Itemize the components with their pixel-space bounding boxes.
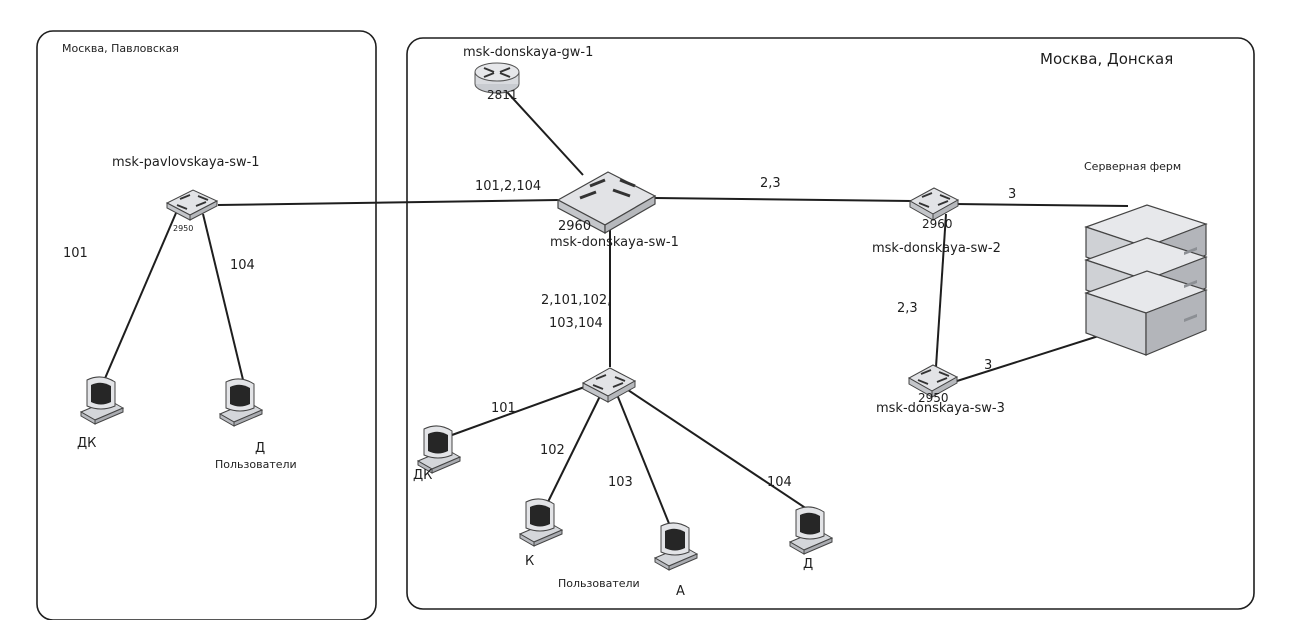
link-sw4-d bbox=[624, 387, 811, 512]
device-pav-model: 2950 bbox=[173, 224, 194, 233]
switch-icon-sw3 bbox=[907, 364, 959, 398]
link-pav-sw1 bbox=[217, 199, 559, 206]
device-gw1-model: 2811 bbox=[487, 88, 518, 102]
device-pav-name: msk-pavlovskaya-sw-1 bbox=[112, 155, 260, 170]
computers bbox=[79, 376, 834, 571]
link-sw2-farm bbox=[954, 203, 1129, 207]
server-farm-label: Серверная ферм bbox=[1084, 160, 1182, 173]
link-pav-d bbox=[202, 213, 246, 389]
link-sw2-sw3-vlans: 2,3 bbox=[897, 301, 918, 316]
device-sw2-model: 2960 bbox=[922, 217, 953, 231]
pc-don-d-icon bbox=[788, 506, 834, 555]
pc-don-dk-icon bbox=[416, 425, 462, 474]
device-gw1-name: msk-donskaya-gw-1 bbox=[463, 45, 594, 60]
link-sw2-sw3 bbox=[935, 213, 947, 368]
pc-don-a-label: А bbox=[676, 584, 685, 599]
link-pav-uplink-vlans: 101,2,104 bbox=[475, 179, 542, 194]
link-sw4-d-vlan: 104 bbox=[767, 475, 792, 490]
link-gw1-sw1 bbox=[506, 91, 584, 176]
link-sw4-k bbox=[544, 391, 603, 509]
device-sw2-name: msk-donskaya-sw-2 bbox=[872, 241, 1001, 256]
link-sw1-sw2-vlans: 2,3 bbox=[760, 176, 781, 191]
device-sw1-name: msk-donskaya-sw-1 bbox=[550, 235, 679, 250]
server-farm-icon bbox=[1084, 204, 1208, 356]
zone-pavlovskaya-frame bbox=[36, 30, 377, 620]
switch-icon-sw4 bbox=[581, 367, 637, 403]
switch-icon-pav bbox=[165, 189, 219, 221]
device-sw1-model: 2960 bbox=[558, 219, 592, 234]
pc-don-a-icon bbox=[653, 522, 699, 571]
pc-don-d-label: Д bbox=[803, 557, 814, 572]
link-sw4-a-vlan: 103 bbox=[608, 475, 633, 490]
pc-don-dk-label: ДК bbox=[413, 468, 433, 483]
link-sw4-dk bbox=[451, 384, 591, 436]
group-pav-users-label: Пользователи bbox=[215, 458, 297, 471]
link-sw1-sw4-vlans-b: 103,104 bbox=[549, 316, 603, 331]
zone-donskaya-frame bbox=[406, 37, 1255, 610]
device-sw3-name: msk-donskaya-sw-3 bbox=[876, 401, 1005, 416]
link-sw3-farm-vlans: 3 bbox=[984, 358, 993, 373]
link-sw4-a bbox=[615, 391, 671, 527]
link-sw1-sw4-vlans-a: 2,101,102, bbox=[541, 293, 612, 308]
pc-pav-dk-label: ДК bbox=[77, 436, 97, 451]
link-sw4-dk-vlan: 101 bbox=[491, 401, 516, 416]
switch-icon bbox=[556, 171, 657, 235]
link-pav-dk-vlan: 101 bbox=[63, 246, 88, 261]
link-sw4-k-vlan: 102 bbox=[540, 443, 565, 458]
link-pav-d-vlan: 104 bbox=[230, 258, 255, 273]
pc-pav-d-label: Д bbox=[255, 441, 266, 456]
device-sw3-model: 2950 bbox=[918, 391, 949, 405]
link-sw2-farm-vlans: 3 bbox=[1008, 187, 1017, 202]
router-icon bbox=[474, 62, 520, 94]
link-pav-dk bbox=[99, 212, 177, 391]
pc-pav-d-icon bbox=[218, 378, 264, 427]
link-sw1-sw2 bbox=[654, 197, 913, 202]
pc-don-k-label: К bbox=[525, 554, 535, 569]
cables bbox=[99, 91, 1129, 527]
switch-icon-sw2 bbox=[908, 187, 960, 221]
pc-pav-dk-icon bbox=[79, 376, 125, 425]
zone-pavlovskaya-title: Москва, Павловская bbox=[62, 42, 179, 55]
group-don-users-label: Пользователи bbox=[558, 577, 640, 590]
pc-don-k-icon bbox=[518, 498, 564, 547]
zone-donskaya-title: Москва, Донская bbox=[1040, 50, 1174, 68]
link-sw3-farm bbox=[956, 332, 1109, 382]
